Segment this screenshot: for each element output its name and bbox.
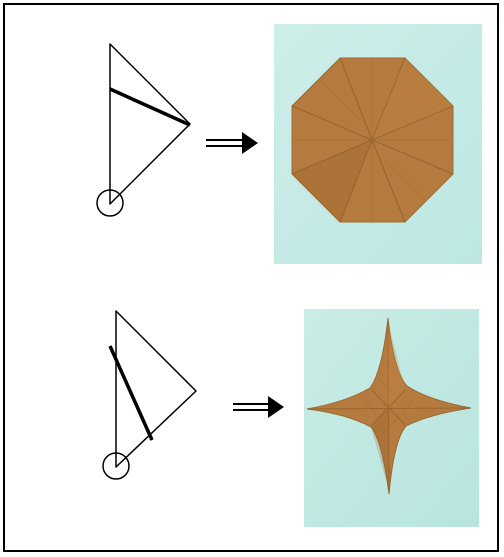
double-arrow-right-icon: [206, 132, 258, 154]
fold-line: [110, 89, 190, 125]
fold-diagram-icon: [103, 311, 196, 479]
step-2: [103, 309, 479, 527]
octagon-origami-photo: [274, 24, 482, 264]
four-point-star-origami-photo: [304, 309, 479, 527]
step-1: [97, 24, 482, 264]
triangle-outline: [110, 44, 190, 204]
fold-diagram-icon: [97, 44, 190, 216]
double-arrow-right-icon: [233, 396, 284, 418]
